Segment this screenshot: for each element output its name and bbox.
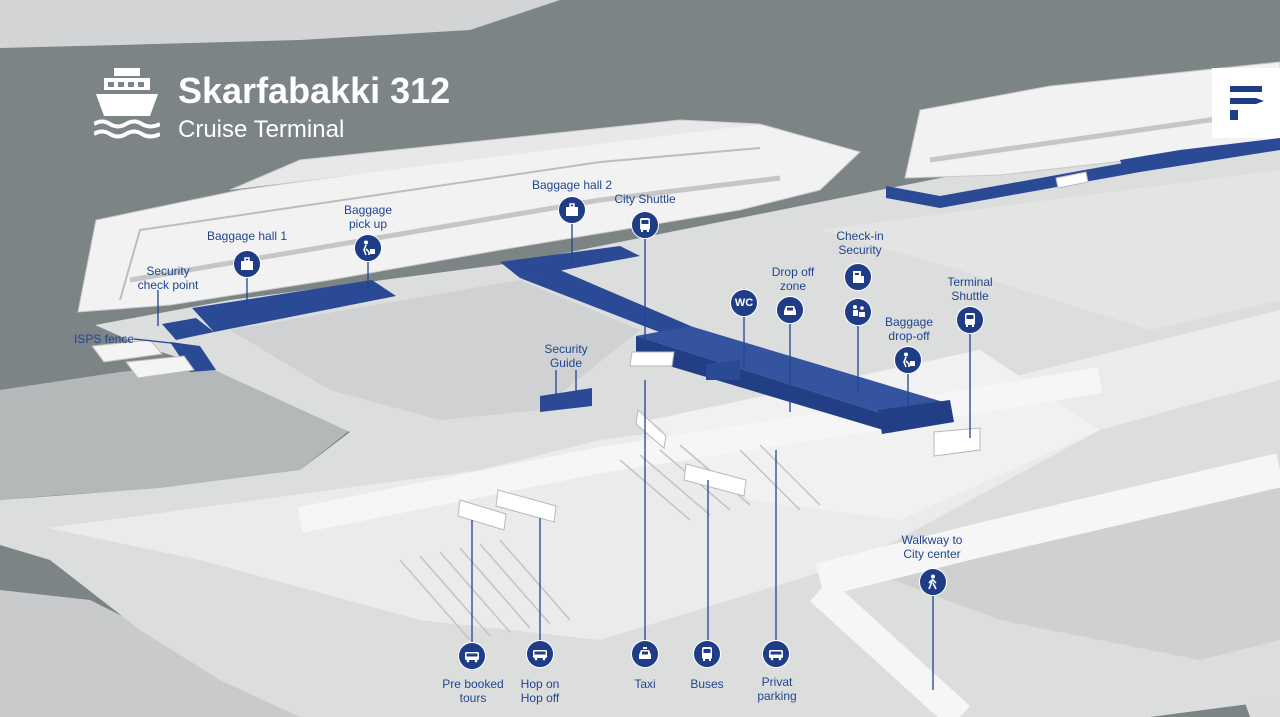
label-baggage-hall-2: Baggage hall 2	[531, 178, 613, 192]
road-right	[815, 453, 1280, 597]
road-walkway	[809, 578, 971, 717]
baggage-hall-2-pin[interactable]	[558, 196, 586, 224]
taxi-pin[interactable]	[631, 640, 659, 668]
walkway-pin[interactable]	[919, 568, 947, 596]
checkin-desk-icon	[853, 271, 864, 283]
cruise-ship-icon	[94, 68, 160, 139]
containers	[91, 339, 195, 379]
label-city-shuttle: City Shuttle	[614, 192, 676, 206]
far-shore	[0, 0, 560, 48]
prebooked-tours-pin[interactable]	[458, 642, 486, 670]
checkin-pin[interactable]	[844, 263, 872, 291]
luggage-icon	[566, 203, 578, 216]
faxafloi-logo-icon	[1230, 86, 1264, 120]
baggage-dropoff-pin[interactable]	[894, 346, 922, 374]
privat-parking-pin[interactable]	[762, 640, 790, 668]
security-pin[interactable]	[844, 298, 872, 326]
walking-person-icon	[903, 352, 915, 368]
faxafloi-logo	[1212, 68, 1280, 138]
label-baggage-hall-1: Baggage hall 1	[206, 229, 288, 243]
label-taxi: Taxi	[634, 677, 656, 691]
security-agent-icon	[853, 305, 865, 317]
baggage-hall-1-pin[interactable]	[233, 250, 261, 278]
city-shuttle-pin[interactable]	[631, 211, 659, 239]
bus-icon	[702, 647, 712, 661]
coach-bus-icon	[465, 652, 479, 663]
wc-pin[interactable]: WC	[730, 289, 758, 317]
baggage-pickup-pin[interactable]	[354, 234, 382, 262]
title-block: Skarfabakki 312 Cruise Terminal	[94, 66, 514, 146]
shore-bottom-left	[0, 590, 300, 717]
shuttle-bus-icon	[640, 218, 650, 232]
walking-person-icon	[928, 574, 937, 590]
dropoff-zone-pin[interactable]	[776, 296, 804, 324]
vehicles	[457, 171, 1089, 531]
luggage-icon	[241, 257, 253, 270]
car-icon	[784, 306, 796, 315]
buses-pin[interactable]	[693, 640, 721, 668]
main-road	[297, 367, 1103, 533]
label-isps-fence: ISPS fence	[73, 332, 135, 346]
breakwater	[0, 360, 350, 500]
apron	[230, 280, 640, 420]
cruise-ship-1	[77, 119, 861, 313]
shuttle-bus-icon	[965, 313, 975, 327]
hop-on-hop-off-pin[interactable]	[526, 640, 554, 668]
terminal-shuttle-pin[interactable]	[956, 306, 984, 334]
wc-text: WC	[734, 297, 754, 309]
coach-bus-icon	[533, 650, 547, 661]
label-buses: Buses	[690, 677, 724, 691]
page-title: Skarfabakki 312	[178, 70, 451, 111]
lawn-right	[840, 470, 1280, 660]
walking-person-icon	[363, 240, 375, 256]
open-lot-right	[820, 170, 1280, 330]
page-subtitle: Cruise Terminal	[178, 116, 345, 143]
taxi-car-icon	[639, 647, 651, 659]
coach-bus-icon	[769, 650, 783, 661]
